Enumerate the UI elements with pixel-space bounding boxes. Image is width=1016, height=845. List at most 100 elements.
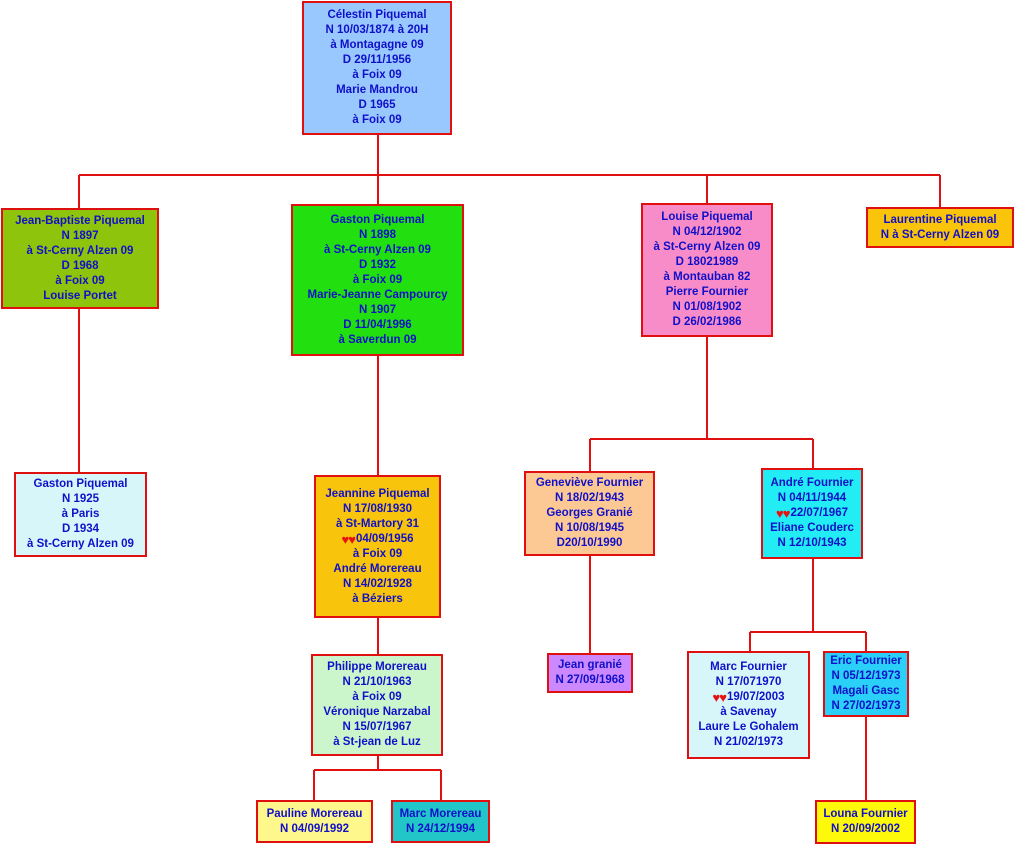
person-line: ♥♥04/09/1956 [341, 531, 414, 547]
person-line: N 04/09/1992 [279, 822, 350, 835]
person-line: à Paris [61, 508, 100, 520]
person-line: Pierre Fournier [665, 286, 749, 298]
person-line: D 1968 [61, 259, 99, 272]
person-line: à Foix 09 [55, 274, 105, 287]
person-line: N à St-Cerny Alzen 09 [880, 228, 1000, 241]
person-line: N 12/10/1943 [777, 537, 847, 549]
person-line: N 1925 [61, 493, 100, 505]
person-line: à St-jean de Luz [333, 736, 421, 748]
marriage-hearts-icon: ♥♥ [712, 690, 727, 705]
person-box-louise-piquemal: Louise Piquemal N 04/12/1902 à St-Cerny Al… [641, 203, 773, 337]
person-line: à St-Martory 31 [335, 517, 420, 530]
person-line: N 1897 [61, 229, 99, 242]
person-line: Louise Piquemal [661, 211, 753, 223]
person-line: N 1907 [358, 303, 397, 316]
person-box-louna-fournier: Louna Fournier N 20/09/2002 [815, 800, 916, 844]
person-line: N 14/02/1928 [342, 577, 413, 590]
person-line: à Foix 09 [352, 114, 402, 126]
person-line: à St-Cerny Alzen 09 [653, 241, 761, 253]
person-line: à Montagagne 09 [330, 39, 424, 51]
person-line: Gaston Piquemal [33, 478, 128, 490]
person-box-celestin-piquemal: Célestin Piquemal N 10/03/1874 à 20H à Mon… [302, 1, 452, 135]
person-line: N 04/12/1902 [672, 226, 742, 238]
person-line: Magali Gasc [832, 685, 900, 697]
person-line: N 01/08/1902 [672, 301, 742, 313]
person-line: à Saverdun 09 [338, 333, 417, 346]
person-line: Marc Morereau [399, 807, 482, 820]
person-line: à Foix 09 [352, 69, 402, 81]
person-line: N 21/10/1963 [342, 676, 412, 688]
person-box-laurentine-piquemal: Laurentine Piquemal N à St-Cerny Alzen 09 [866, 207, 1014, 248]
person-box-philippe-morereau: Philippe Morereau N 21/10/1963 à Foix 09 Vé… [311, 654, 443, 756]
person-line: D 1965 [358, 99, 396, 111]
person-line: N 17/071970 [715, 676, 782, 688]
person-line: à Béziers [352, 592, 403, 605]
person-box-pauline-morereau: Pauline Morereau N 04/09/1992 [256, 800, 373, 843]
person-line: D 18021989 [675, 256, 739, 268]
person-line: D 1932 [358, 258, 397, 271]
person-line: N 04/11/1944 [777, 492, 847, 504]
person-line: N 10/03/1874 à 20H [325, 24, 429, 36]
person-line: Pauline Morereau [266, 807, 363, 820]
person-line: N 21/02/1973 [713, 736, 784, 748]
marriage-hearts-icon: ♥♥ [341, 531, 356, 547]
person-box-gaston-piquemal-1898: Gaston Piquemal N 1898 à St-Cerny Alzen 09… [291, 204, 464, 356]
person-line: Laure Le Gohalem [698, 721, 799, 733]
person-line: N 18/02/1943 [554, 492, 625, 504]
person-line: N 24/12/1994 [405, 822, 476, 835]
person-line: à St-Cerny Alzen 09 [26, 244, 134, 257]
person-line: N 10/08/1945 [554, 522, 625, 534]
person-line: Marie-Jeanne Campourcy [307, 288, 448, 301]
person-box-jeannine-piquemal: Jeannine Piquemal N 17/08/1930 à St-Martor… [314, 475, 441, 618]
person-line: Louna Fournier [823, 808, 908, 820]
person-line: D 26/02/1986 [672, 316, 742, 328]
person-box-jean-granie: Jean granié N 27/09/1968 [547, 653, 633, 693]
person-line: à Foix 09 [352, 691, 402, 703]
person-line: Eric Fournier [830, 655, 902, 667]
person-line: D 11/04/1996 [343, 318, 412, 331]
person-line: Gaston Piquemal [330, 213, 425, 226]
person-box-gaston-piquemal-1925: Gaston Piquemal N 1925 à Paris D 1934 à St-C… [14, 472, 147, 557]
person-line: André Fournier [770, 477, 854, 489]
person-line: Louise Portet [43, 289, 117, 302]
person-line: ♥♥19/07/2003 [712, 690, 785, 705]
person-line: D 1934 [61, 523, 100, 535]
marriage-hearts-icon: ♥♥ [776, 506, 790, 521]
person-line: N 15/07/1967 [342, 721, 412, 733]
person-line: D20/10/1990 [556, 537, 623, 549]
person-line: N 1898 [358, 228, 397, 241]
person-line: Philippe Morereau [327, 661, 427, 673]
person-line: ♥♥22/07/1967 [776, 506, 848, 521]
person-line: N 17/08/1930 [342, 502, 413, 515]
person-line: Laurentine Piquemal [883, 213, 997, 226]
person-line: N 27/02/1973 [831, 700, 901, 712]
person-line: N 05/12/1973 [831, 670, 901, 682]
person-line: Eliane Couderc [770, 522, 854, 534]
person-line: Geneviève Fournier [535, 477, 644, 489]
person-box-marc-morereau: Marc Morereau N 24/12/1994 [391, 800, 490, 843]
person-line: Georges Granié [546, 507, 633, 519]
person-line: à Foix 09 [352, 547, 403, 560]
person-line: N 27/09/1968 [555, 674, 625, 686]
person-line: Jean-Baptiste Piquemal [15, 214, 145, 227]
person-line: Véronique Narzabal [323, 706, 431, 718]
person-line: Célestin Piquemal [327, 9, 427, 21]
person-line: Jeannine Piquemal [325, 487, 430, 500]
person-line: à St-Cerny Alzen 09 [324, 243, 431, 256]
person-line: Marie Mandrou [336, 84, 418, 96]
person-line: N 20/09/2002 [830, 823, 901, 835]
person-line: Marc Fournier [710, 661, 787, 673]
person-box-jean-baptiste-piquemal: Jean-Baptiste Piquemal N 1897 à St-Cerny A… [1, 208, 159, 309]
person-line: à Montauban 82 [663, 271, 751, 283]
person-line: André Morereau [333, 562, 422, 575]
person-line: à St-Cerny Alzen 09 [27, 538, 134, 550]
person-line: Jean granié [558, 659, 622, 671]
person-line: D 29/11/1956 [342, 54, 412, 66]
person-line: à Foix 09 [352, 273, 403, 286]
person-line: à Savenay [720, 706, 777, 718]
